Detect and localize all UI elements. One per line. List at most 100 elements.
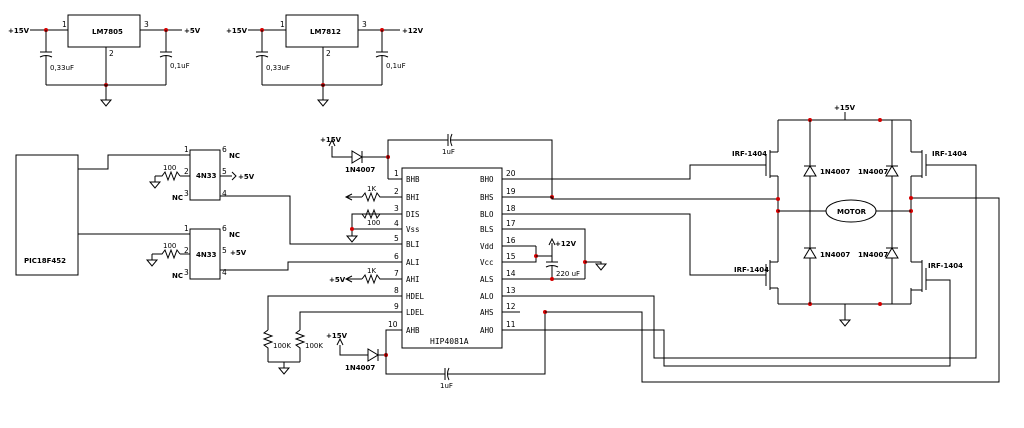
- driver-name: HIP4081A: [430, 337, 469, 346]
- svg-text:7: 7: [394, 269, 399, 278]
- svg-text:BLI: BLI: [406, 240, 420, 249]
- opto1-pin6: 6: [222, 145, 227, 154]
- svg-text:12: 12: [506, 302, 516, 311]
- reg1-vin-label: +15V: [8, 27, 30, 35]
- optocoupler-1: 4N33 1 2 3 6 5 4 NC +5V NC 100: [148, 145, 398, 245]
- dis-network: 100: [345, 208, 388, 243]
- boot-top-cap-label: 1uF: [442, 148, 455, 156]
- bhi-resistor: 1K: [344, 185, 388, 203]
- boot-bot-cap-label: 1uF: [440, 382, 453, 390]
- svg-text:19: 19: [506, 187, 516, 196]
- opto1-resistor-label: 100: [163, 164, 176, 172]
- opto1-pin3: 3: [184, 189, 189, 198]
- mosfet-top-left: IRF-1404: [732, 150, 778, 178]
- svg-text:BLS: BLS: [480, 225, 494, 234]
- reg1-body: [67, 14, 141, 48]
- svg-text:BHO: BHO: [480, 175, 494, 184]
- reg2-body: [285, 14, 359, 48]
- microcontroller-pic18f452: PIC18F452: [15, 154, 190, 276]
- reg2-pin-in: 1: [280, 20, 285, 29]
- reg2-cap-in-label: 0,33uF: [266, 64, 290, 72]
- reg1-cap-in-label: 0,33uF: [50, 64, 74, 72]
- ground-icon: [594, 263, 608, 271]
- opto1-nc-top: NC: [229, 152, 240, 160]
- svg-text:5: 5: [394, 234, 399, 243]
- diode-br-label: 1N4007: [858, 251, 888, 259]
- svg-text:ALS: ALS: [480, 275, 494, 284]
- svg-text:AHB: AHB: [406, 326, 420, 335]
- diode-icon: [367, 348, 379, 362]
- ground-icon: [99, 99, 113, 107]
- ground-icon: [838, 319, 852, 327]
- ground-icon: [148, 181, 162, 189]
- bootstrap-bottom: +15V 1N4007 1uF: [326, 310, 547, 390]
- reg1-vout-label: +5V: [184, 27, 201, 35]
- opto2-nc-bot: NC: [172, 272, 183, 280]
- reg1-name: LM7805: [92, 28, 123, 36]
- svg-text:Vdd: Vdd: [480, 242, 494, 251]
- opto1-pin2: 2: [184, 167, 189, 176]
- opto2-body: [189, 228, 221, 280]
- opto2-name: 4N33: [196, 251, 217, 259]
- ground-icon: [145, 259, 159, 267]
- boot-top-diode-label: 1N4007: [345, 166, 375, 174]
- opto2-pin6: 6: [222, 224, 227, 233]
- opto1-pin5: 5: [222, 167, 227, 176]
- svg-text:6: 6: [394, 252, 399, 261]
- mosfet-top-right: IRF-1404: [911, 150, 967, 178]
- ground-icon: [277, 367, 291, 375]
- svg-text:14: 14: [506, 269, 516, 278]
- reg2-vout-label: +12V: [402, 27, 424, 35]
- svg-text:AHO: AHO: [480, 326, 494, 335]
- bridge-v15-label: +15V: [834, 104, 856, 112]
- svg-text:ALI: ALI: [406, 258, 420, 267]
- svg-text:Vcc: Vcc: [480, 258, 494, 267]
- mosfet-bottom-right: IRF-1404: [911, 260, 963, 292]
- ground-icon: [345, 235, 359, 243]
- diode-tl-label: 1N4007: [820, 168, 850, 176]
- svg-text:BLO: BLO: [480, 210, 494, 219]
- svg-text:AHS: AHS: [480, 308, 494, 317]
- opto1-body: [189, 149, 221, 201]
- mosfet-tr-label: IRF-1404: [932, 150, 967, 158]
- svg-text:HDEL: HDEL: [406, 292, 425, 301]
- svg-text:LDEL: LDEL: [406, 308, 425, 317]
- svg-text:ALO: ALO: [480, 292, 494, 301]
- boot-top-v15: +15V: [320, 136, 342, 144]
- arrow-up-icon: [328, 138, 336, 147]
- svg-text:15: 15: [506, 252, 516, 261]
- svg-text:BHS: BHS: [480, 193, 494, 202]
- opto2-pin1: 1: [184, 224, 189, 233]
- diode-icon: [351, 150, 363, 164]
- dis-resistor-label: 100: [367, 219, 380, 227]
- ground-icon: [316, 99, 330, 107]
- svg-text:AHI: AHI: [406, 275, 420, 284]
- motor-body: [825, 199, 877, 223]
- svg-text:3: 3: [394, 204, 399, 213]
- svg-text:20: 20: [506, 169, 516, 178]
- opto1-pin4: 4: [222, 189, 227, 198]
- diode-bl-label: 1N4007: [820, 251, 850, 259]
- boot-bot-diode-label: 1N4007: [345, 364, 375, 372]
- vdd-v12-label: +12V: [555, 240, 577, 248]
- reg1-pin-out: 3: [144, 20, 149, 29]
- svg-text:DIS: DIS: [406, 210, 420, 219]
- mosfet-bl-label: IRF-1404: [734, 266, 769, 274]
- reg2-pin-gnd: 2: [326, 49, 331, 58]
- driver-to-bridge-wires: [520, 164, 1000, 383]
- arrow-up-icon: [548, 237, 556, 246]
- svg-text:10: 10: [388, 320, 398, 329]
- reg2-vin-label: +15V: [226, 27, 248, 35]
- optocoupler-2: 4N33 1 2 3 6 5 4 NC +5V NC 100: [145, 224, 398, 280]
- ahi-resistor-label: 1K: [367, 267, 376, 275]
- reg2-pin-out: 3: [362, 20, 367, 29]
- svg-text:17: 17: [506, 219, 516, 228]
- opto1-pin1: 1: [184, 145, 189, 154]
- svg-text:9: 9: [394, 302, 399, 311]
- opto2-resistor-label: 100: [163, 242, 176, 250]
- motor-label: MOTOR: [837, 208, 867, 216]
- ahi-resistor: +5V 1K: [329, 267, 388, 285]
- mosfet-br-label: IRF-1404: [928, 262, 963, 270]
